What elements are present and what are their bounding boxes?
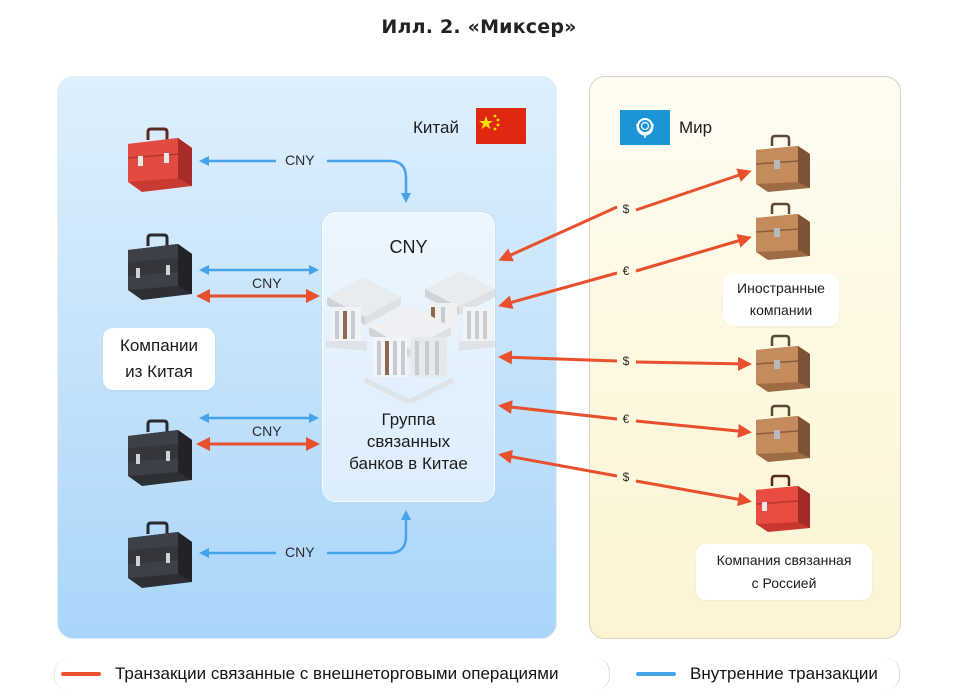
legend-item-trade: Транзакции связанные с внешнеторговыми о… (54, 658, 610, 690)
red-briefcase-icon (755, 474, 810, 532)
bank-group-card: CNY (322, 212, 495, 502)
legend-swatch-blue (636, 672, 676, 676)
legend-item-internal: Внутренние транзакции (630, 658, 900, 690)
bank-currency-label: CNY (389, 237, 428, 257)
label-line: из Китая (125, 362, 193, 381)
currency-label-cny: CNY (252, 423, 282, 439)
brown-briefcase-icon (755, 202, 810, 260)
currency-label-usd: $ (622, 470, 630, 484)
bank-caption-line: связанных (366, 432, 451, 451)
black-briefcase-icon (128, 419, 192, 486)
bank-caption-line: банков в Китае (349, 454, 468, 473)
brown-briefcase-icon (755, 134, 810, 192)
black-briefcase-icon (128, 521, 192, 588)
bank-buildings-icon (325, 271, 495, 403)
foreign-companies-label: Иностранные компании (723, 274, 839, 326)
bank-group-caption: Группа связанных банков в Китае (323, 409, 494, 475)
currency-label-eur: € (622, 412, 630, 426)
label-line: Компании (119, 336, 199, 355)
brown-briefcase-icon (755, 404, 810, 462)
world-region-label: Мир (679, 118, 713, 137)
currency-label-usd: $ (622, 354, 630, 368)
currency-label-cny: CNY (252, 275, 282, 291)
currency-label-cny: CNY (285, 152, 315, 168)
china-flag-icon (476, 108, 526, 144)
china-region-label: Китай (413, 118, 459, 137)
label-line: Компания связанная (716, 552, 852, 568)
label-line: с Россией (751, 575, 817, 591)
legend-swatch-red (61, 672, 101, 676)
currency-label-eur: € (622, 264, 630, 278)
label-line: компании (749, 302, 813, 318)
china-companies-label: Компании из Китая (103, 328, 215, 390)
legend-label-trade: Транзакции связанные с внешнеторговыми о… (115, 664, 559, 683)
diagram-title: Илл. 2. «Миксер» (381, 16, 577, 38)
bank-caption-line: Группа (381, 410, 436, 429)
legend-label-internal: Внутренние транзакции (690, 664, 878, 683)
currency-label-usd: $ (622, 202, 630, 216)
brown-briefcase-icon (755, 334, 810, 392)
currency-label-cny: CNY (285, 544, 315, 560)
label-line: Иностранные (737, 280, 825, 296)
russia-linked-company-label: Компания связанная с Россией (696, 544, 872, 600)
red-briefcase-icon (127, 127, 192, 192)
un-flag-icon (620, 110, 670, 145)
black-briefcase-icon (128, 233, 192, 300)
